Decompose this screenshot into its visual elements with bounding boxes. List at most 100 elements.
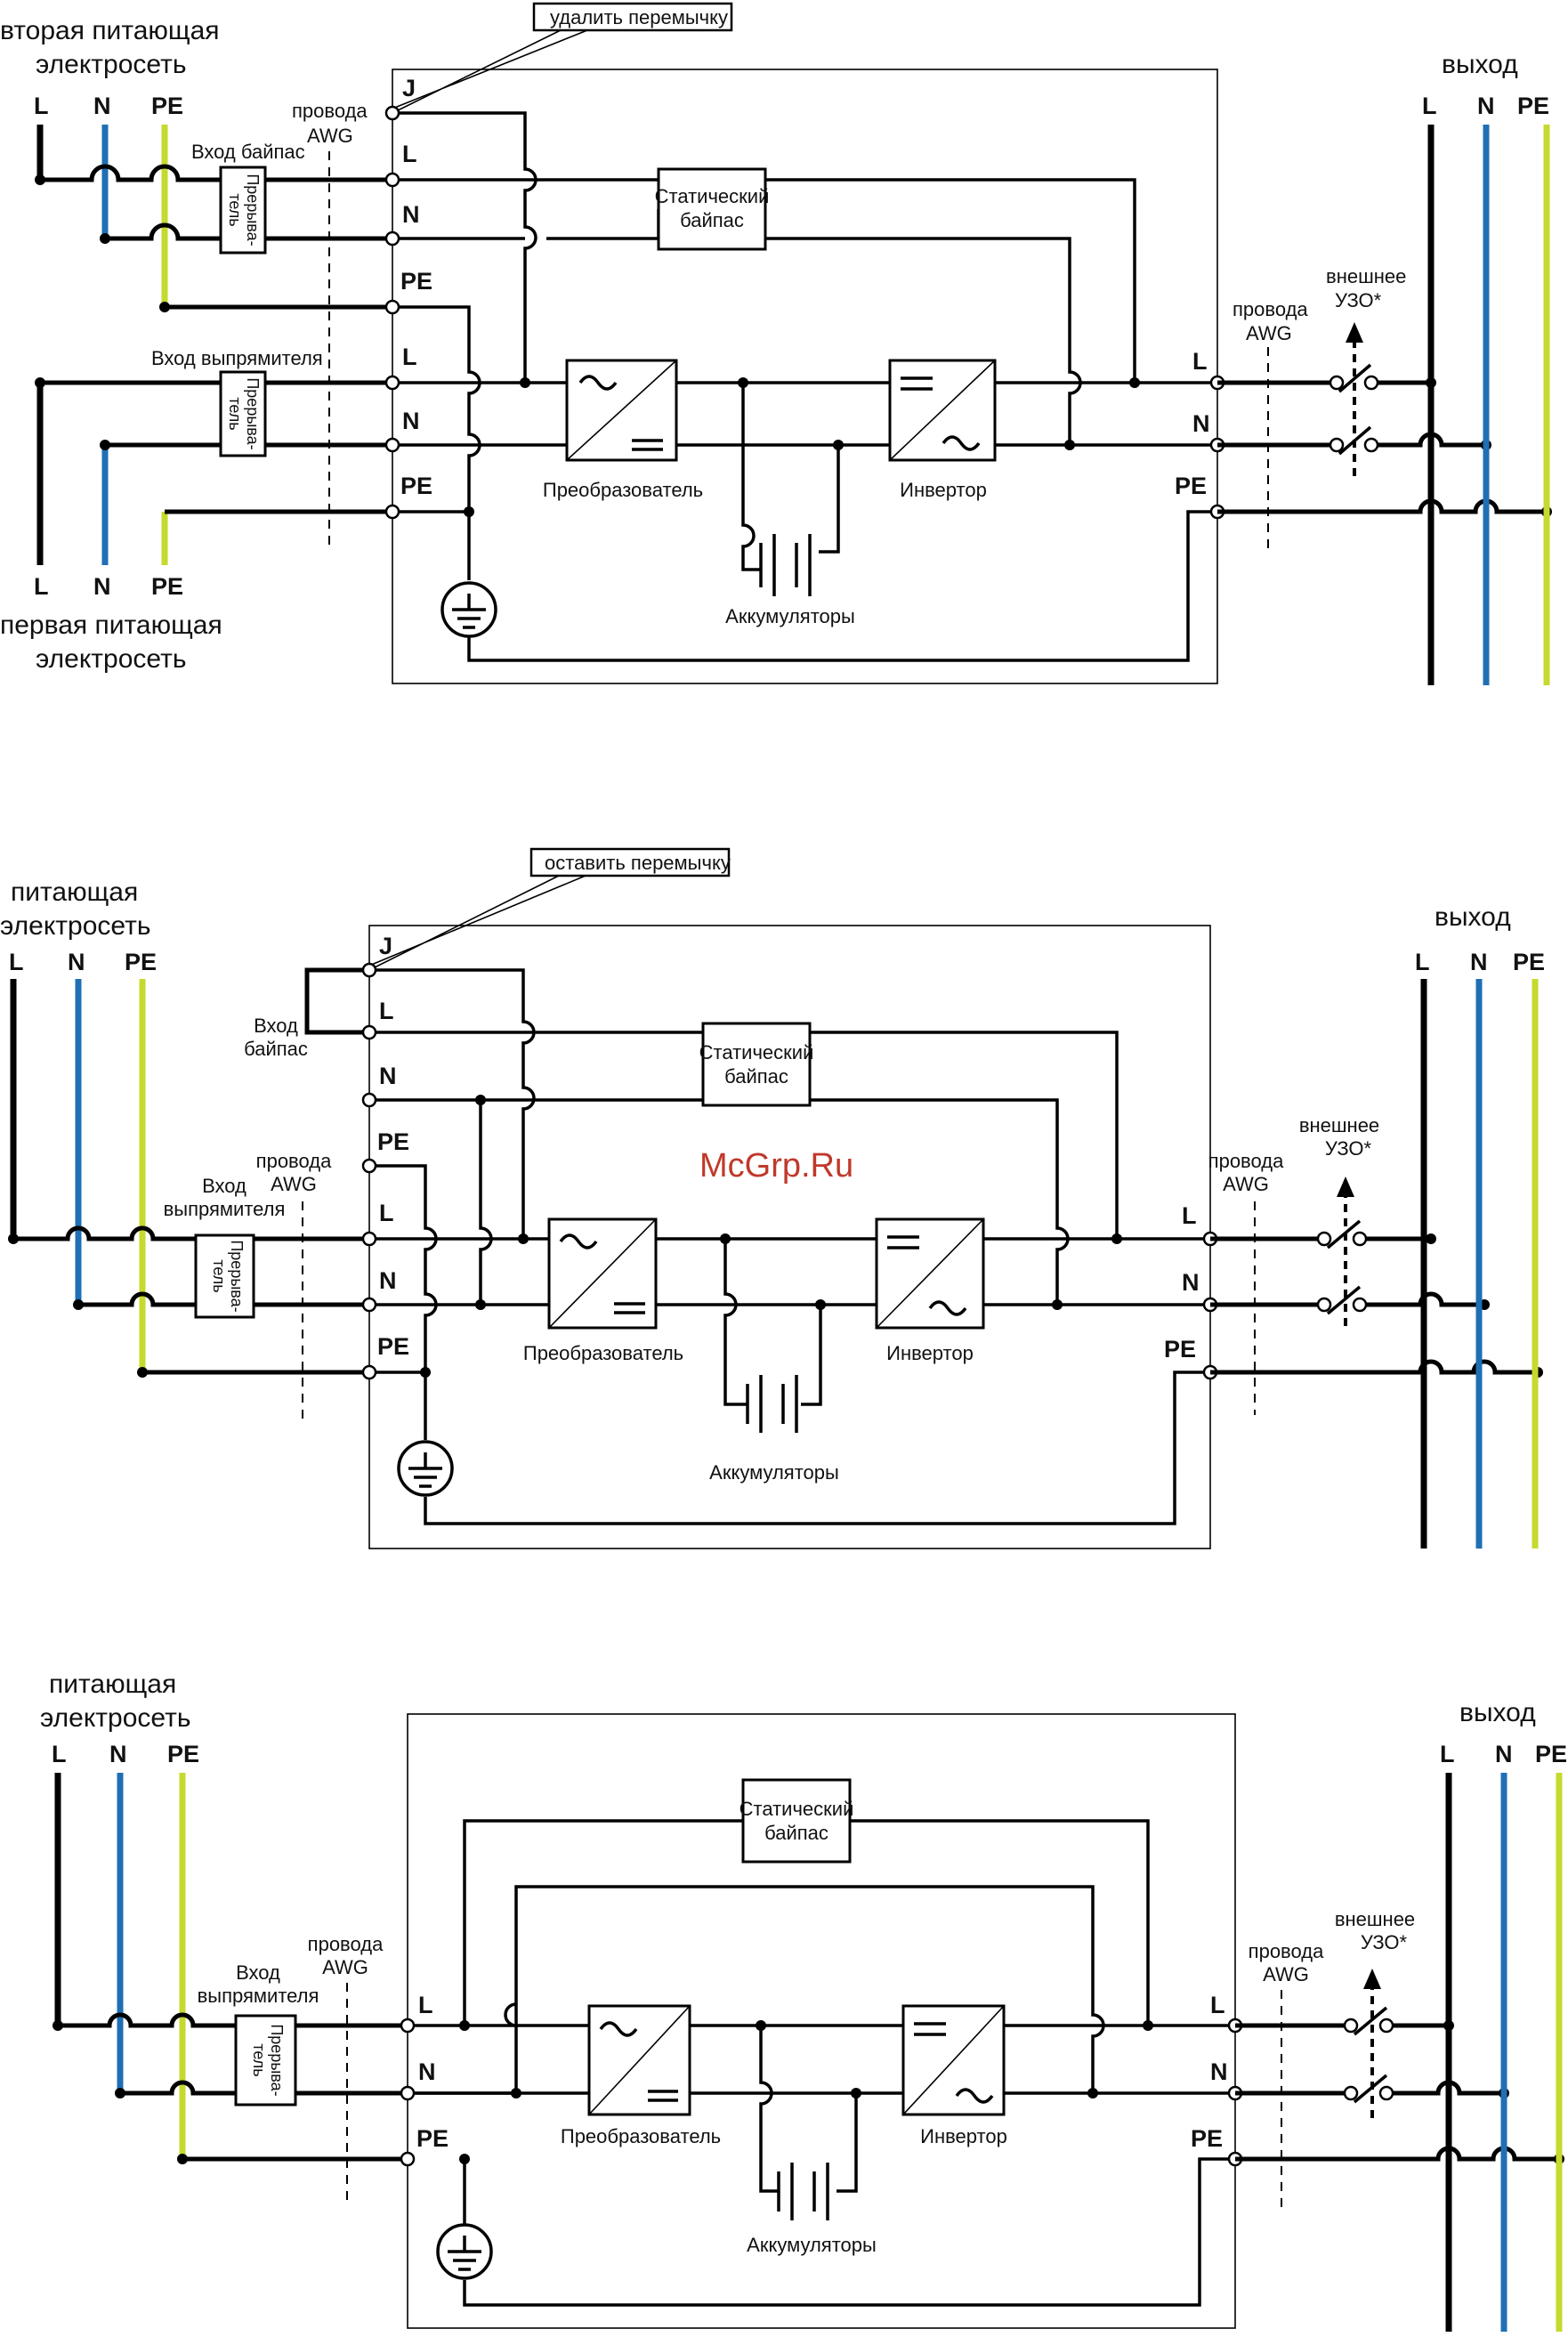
rectifier-block-d3 (587, 2004, 691, 2116)
d2-out-PE-term: PE (1164, 1336, 1196, 1363)
rect-input-d3: Вход (236, 1961, 280, 1984)
awg-left-d2-2: AWG (271, 1173, 317, 1195)
rect-input-d2: Вход (202, 1175, 247, 1197)
awg-right-d3-2: AWG (1263, 1963, 1309, 1985)
rect-breaker-d2-label: Прерыва- (228, 1240, 246, 1312)
rectifier-block-d2 (547, 1217, 658, 1330)
bypass-input-label: Вход байпас (191, 141, 305, 163)
diagram-3: питающая электросеть L N PE Прерыва- тел… (40, 1670, 1567, 2332)
rcd-label: внешнее (1326, 265, 1406, 287)
output-title-d3: выход (1459, 1698, 1536, 1727)
rcd-d3: внешнее (1335, 1908, 1415, 1930)
term-N-rect-label: N (402, 408, 420, 434)
grid2-L: L (34, 93, 49, 119)
rcd-d2-2: УЗО* (1325, 1137, 1372, 1160)
rectifier-d2-label: Преобразователь (523, 1342, 683, 1364)
awg-left-2: AWG (307, 125, 353, 147)
d2-out-L-term: L (1182, 1202, 1197, 1229)
bypass-breaker (219, 166, 267, 255)
d2-out-N-term: N (1182, 1269, 1200, 1296)
d2-outbus-L: L (1415, 949, 1430, 975)
rect-breaker-label-2: тель (226, 397, 244, 430)
term-PE-bypass-label: PE (400, 268, 432, 295)
static-bypass-label: Статический (655, 185, 770, 207)
d2-term-L1: L (379, 998, 394, 1024)
d2-L: L (9, 949, 24, 975)
d3-N: N (109, 1741, 127, 1767)
battery-symbol-d2 (746, 1375, 798, 1433)
batteries-d2-label: Аккумуляторы (709, 1461, 839, 1484)
grid1-L: L (34, 573, 49, 600)
d2-term-PE2: PE (377, 1333, 409, 1360)
awg-left-d2: провода (256, 1150, 332, 1172)
term-N-bypass-label: N (402, 201, 420, 228)
awg-right-d2-2: AWG (1223, 1173, 1269, 1195)
rect-breaker-label: Прерыва- (244, 377, 262, 449)
output-title: выход (1442, 50, 1518, 79)
grid1-title-2: электросеть (36, 644, 186, 674)
term-L-bypass-label: L (402, 141, 417, 167)
bypass-input-d2-2: байпас (244, 1038, 308, 1060)
awg-left-d3-2: AWG (322, 1956, 368, 1978)
d3-outbus-L: L (1440, 1741, 1455, 1767)
awg-left-d3: провода (308, 1933, 384, 1955)
diagram-2: питающая электросеть L N PE Прерыва- тел… (0, 847, 1545, 1549)
rect-breaker-d2-label-2: тель (210, 1259, 228, 1292)
d2-term-N1: N (379, 1063, 397, 1089)
callout-remove-jumper (532, 2, 733, 32)
output-title-d2: выход (1435, 902, 1511, 932)
d3-PE: PE (167, 1741, 199, 1767)
static-bypass-d3-label: Статический (740, 1798, 854, 1820)
term-PE-rect-label: PE (400, 473, 432, 499)
inverter-block-d2 (875, 1217, 985, 1330)
d3-outbus-PE: PE (1535, 1741, 1567, 1767)
bypass-input-d2: Вход (254, 1015, 298, 1037)
ground-icon-d3 (436, 2223, 493, 2280)
inverter-block (888, 359, 997, 462)
batteries-d3-label: Аккумуляторы (747, 2234, 877, 2256)
rectifier-d3-label: Преобразователь (561, 2125, 721, 2147)
out-term-N-label: N (1192, 410, 1210, 437)
ground-icon (440, 581, 497, 638)
static-bypass-d3-label-2: байпас (764, 1822, 828, 1844)
battery-symbol-d3 (777, 2163, 829, 2220)
rect-breaker-d2 (194, 1233, 255, 1319)
bypass-N-line (105, 222, 221, 241)
d3-out-PE-term: PE (1191, 2125, 1223, 2152)
static-bypass-box-d2 (701, 1022, 812, 1107)
term-L-rect-label: L (402, 344, 417, 370)
grid-title-d2: питающая (11, 877, 138, 907)
grid2-title: вторая питающая (0, 16, 220, 45)
awg-right: провода (1233, 298, 1308, 320)
awg-left: провода (292, 100, 368, 122)
out-PE: PE (1517, 93, 1549, 119)
battery-symbol (759, 534, 812, 596)
rect-breaker-d3-label-2: тель (250, 2043, 268, 2076)
d2-outbus-PE: PE (1513, 949, 1545, 975)
d3-term-L: L (418, 1992, 433, 2018)
rcd-label-2: УЗО* (1335, 289, 1382, 311)
d2-PE: PE (125, 949, 157, 975)
batteries-label: Аккумуляторы (725, 605, 855, 627)
rect-breaker-d3-label: Прерыва- (268, 2024, 286, 2096)
grid1-title: первая питающая (0, 611, 222, 640)
static-bypass-label-2: байпас (680, 209, 744, 231)
input-terminals (384, 105, 1225, 520)
rcd-d3-2: УЗО* (1361, 1931, 1408, 1953)
out-L: L (1422, 93, 1437, 119)
out-N: N (1477, 93, 1495, 119)
rect-breaker (219, 370, 267, 457)
callout-keep-jumper-text: оставить перемычку (545, 852, 731, 874)
d2-N: N (68, 949, 85, 975)
callout-remove-jumper-text: удалить перемычку (550, 6, 728, 28)
out-term-PE-label: PE (1175, 473, 1207, 499)
awg-right-2: AWG (1246, 322, 1292, 344)
d2-term-L2: L (379, 1200, 394, 1226)
static-bypass-d2-label: Статический (699, 1041, 814, 1063)
ground-icon-d2 (397, 1440, 454, 1497)
grid2-title-2: электросеть (36, 50, 186, 79)
rect-input-d3-2: выпрямителя (198, 1985, 319, 2007)
rect-breaker-d3 (234, 2014, 297, 2107)
inverter-block-d3 (901, 2004, 1006, 2116)
